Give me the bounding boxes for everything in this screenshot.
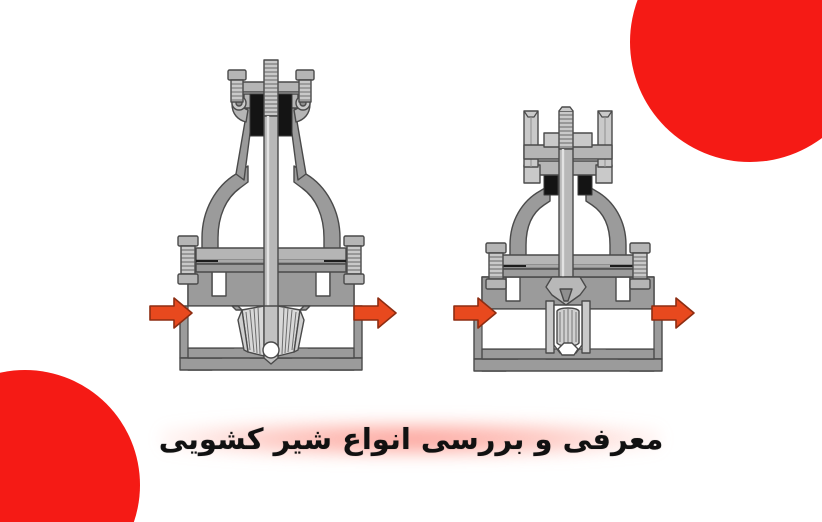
flow-arrow-inlet-right-valve xyxy=(452,296,498,330)
flow-arrow-outlet-right-valve xyxy=(650,296,696,330)
valve-diagram-outside-screw-yoke-gate-valve xyxy=(440,105,696,380)
valve-diagram-rising-stem-gate-valve xyxy=(140,58,402,380)
flow-arrow-outlet-left-valve xyxy=(352,296,398,330)
title-glow xyxy=(161,419,661,459)
valve-diagram-group xyxy=(140,58,696,380)
page-title: معرفی و بررسی انواع شیر کشویی xyxy=(158,422,664,456)
flow-arrow-inlet-left-valve xyxy=(148,296,194,330)
